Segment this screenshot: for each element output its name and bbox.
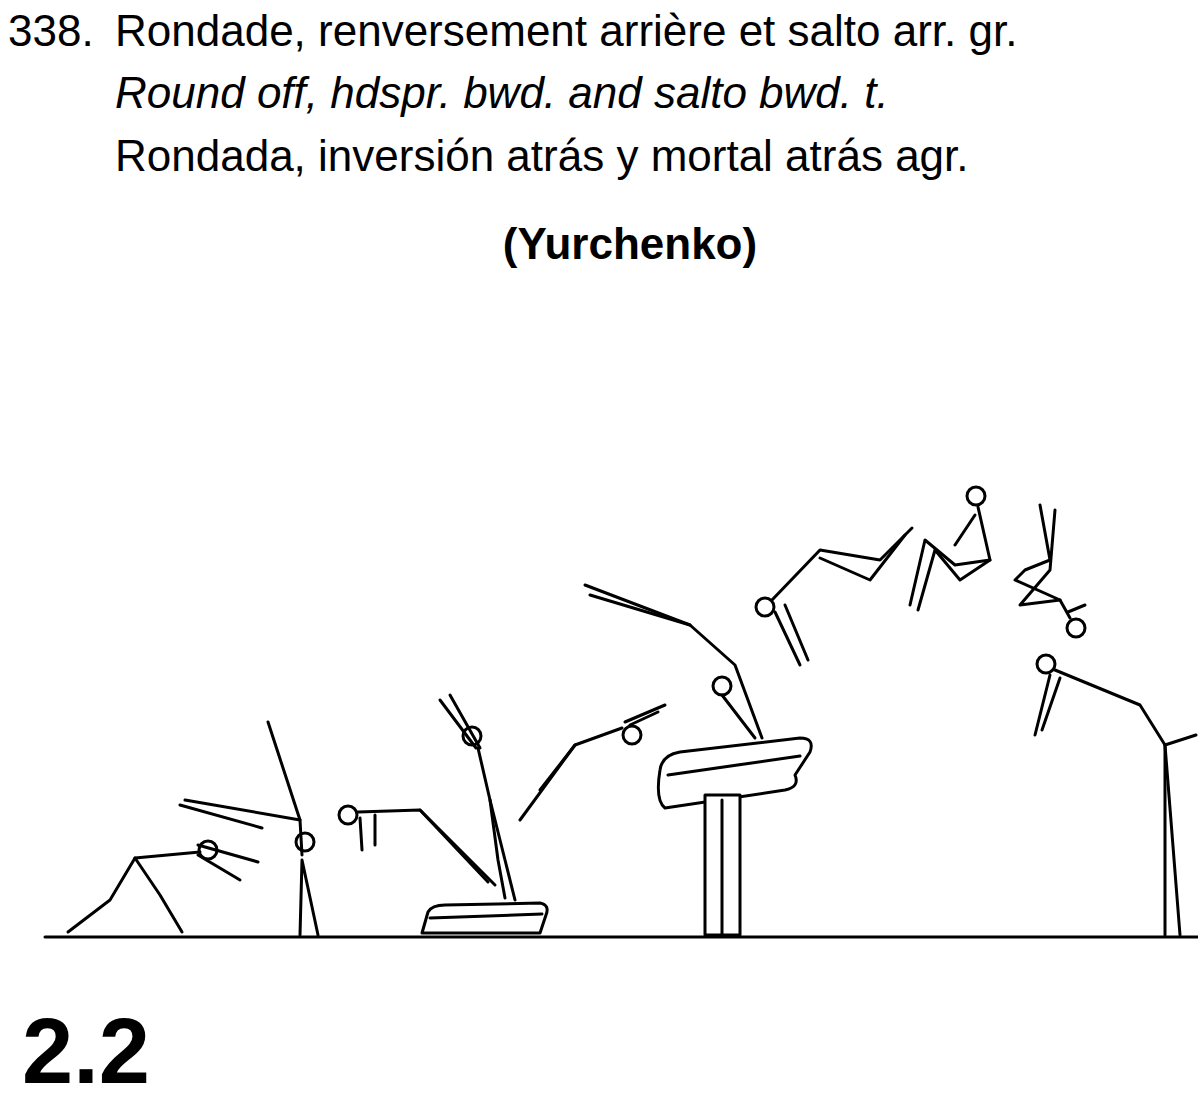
element-number: 338. bbox=[8, 9, 94, 53]
gymnast-figure bbox=[1015, 505, 1085, 637]
gymnast-figure bbox=[440, 695, 515, 900]
springboard bbox=[422, 903, 547, 933]
gymnast-figure bbox=[339, 806, 495, 885]
description-french: Rondade, renversement arrière et salto a… bbox=[115, 9, 1017, 53]
vault-name: (Yurchenko) bbox=[503, 222, 757, 266]
description-spanish: Rondada, inversión atrás y mortal atrás … bbox=[115, 134, 969, 178]
gymnast-figure bbox=[1035, 655, 1196, 935]
gymnast-figure bbox=[520, 705, 665, 820]
gymnast-figure bbox=[68, 805, 262, 932]
difficulty-value: 2.2 bbox=[22, 1005, 150, 1097]
gymnast-figure bbox=[585, 585, 762, 738]
description-english: Round off, hdspr. bwd. and salto bwd. t. bbox=[115, 71, 889, 115]
gymnast-figure bbox=[910, 487, 990, 610]
gymnast-figure bbox=[185, 722, 318, 935]
vault-table bbox=[658, 738, 811, 935]
gymnast-figure bbox=[756, 528, 912, 665]
ground-line bbox=[45, 936, 1198, 939]
